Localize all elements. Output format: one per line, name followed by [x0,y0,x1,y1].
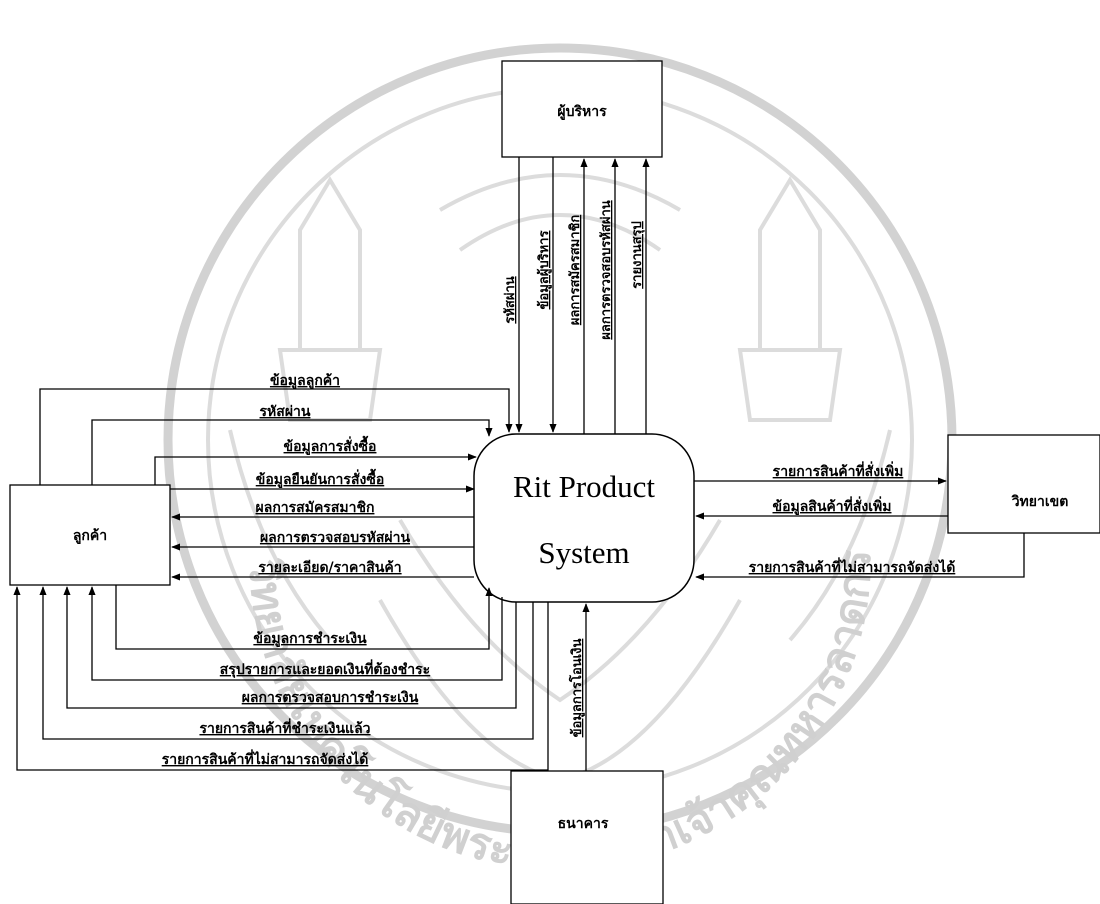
entity-executive-label: ผู้บริหาร [557,104,607,120]
executive-flows: รหัสผ่าน ข้อมูลผู้บริหาร ผลการสมัครสมาชิ… [503,157,650,434]
flow-cust-order-confirm-label: ข้อมูลยืนยันการสั่งซื้อ [256,468,384,488]
entity-customer: ลูกค้า [9,484,171,586]
flow-cust-info-arrow [39,388,513,485]
flow-cust-payment-summary-label: สรุปรายการและยอดเงินที่ต้องชำระ [220,659,430,678]
customer-payment-flows: ข้อมูลการชำระเงิน สรุปรายการและยอดเงินที… [13,585,549,771]
customer-input-flows: ข้อมูลลูกค้า รหัสผ่าน ข้อมูลการสั่งซื้อ … [39,373,513,493]
flow-cust-password-label: รหัสผ่าน [260,404,311,420]
bank-flows: ข้อมูลการโอนเงิน [568,603,590,771]
flow-cust-payment-info-label: ข้อมูลการชำระเงิน [253,631,367,647]
flow-exec-info-label: ข้อมูลผู้บริหาร [536,231,552,310]
flow-cust-payment-check-label: ผลการตรวจสอบการชำระเงิน [242,690,419,706]
flow-exec-password-label: รหัสผ่าน [503,276,518,323]
flow-cust-payment-summary-arrow [88,586,503,681]
flow-cust-password-arrow [91,419,493,485]
flow-campus-extra-info-label: ข้อมูลสินค้าที่สั่งเพิ่ม [773,496,892,515]
flow-cust-payment-info-arrow [115,585,493,650]
flow-exec-pw-check-label: ผลการตรวจสอบรหัสผ่าน [599,200,614,339]
flow-cust-paid-items-arrow [39,586,534,740]
entity-executive: ผู้บริหาร [501,60,663,158]
entity-campus: วิทยาเขต [947,434,1100,534]
flow-campus-extra-items-label: รายการสินค้าที่สั่งเพิ่ม [773,461,904,480]
flow-cust-member-result-label: ผลการสมัครสมาชิก [256,500,375,516]
flow-cust-product-detail-label: รายละเอียด/ราคาสินค้า [258,560,401,576]
flow-exec-member-result-label: ผลการสมัครสมาชิก [568,215,583,326]
process-title-line1: Rit Product [513,469,655,504]
flow-cust-order-info-arrow [154,453,477,485]
flow-campus-undeliverable-arrow [695,533,1025,581]
entity-customer-label: ลูกค้า [73,528,107,544]
watermark-text: มหาวิทยาลัยเทคโนโลยีพระจอมเกล้าเจ้าคุณทห… [0,0,881,881]
customer-output-flows: ผลการสมัครสมาชิก ผลการตรวจสอบรหัสผ่าน รา… [171,500,474,581]
flow-bank-transfer-label: ข้อมูลการโอนเงิน [568,639,585,738]
flow-campus-undeliverable-label: รายการสินค้าที่ไม่สามารถจัดส่งได้ [749,557,956,576]
entity-bank: ธนาคาร [510,770,664,904]
campus-flows: รายการสินค้าที่สั่งเพิ่ม ข้อมูลสินค้าที่… [694,461,1025,581]
flow-exec-report-label: รายงานสรุป [630,221,645,289]
flow-cust-info-label: ข้อมูลลูกค้า [270,373,340,389]
process-title-line2: System [538,535,629,570]
process-rit-product-system: Rit Product System [473,433,695,603]
flow-cust-undeliverable-arrow [13,586,549,771]
flow-cust-payment-check-arrow [63,586,517,709]
flow-cust-undeliverable-label: รายการสินค้าที่ไม่สามารถจัดส่งได้ [162,749,369,768]
university-seal-watermark: มหาวิทยาลัยเทคโนโลยีพระจอมเกล้าเจ้าคุณทห… [0,0,957,881]
entity-bank-label: ธนาคาร [558,816,609,832]
entity-campus-label: วิทยาเขต [1011,494,1069,510]
flow-cust-pw-check-label: ผลการตรวจสอบรหัสผ่าน [260,530,411,546]
flow-cust-order-info-label: ข้อมูลการสั่งซื้อ [284,435,377,455]
flow-cust-paid-items-label: รายการสินค้าที่ชำระเงินแล้ว [199,718,370,737]
